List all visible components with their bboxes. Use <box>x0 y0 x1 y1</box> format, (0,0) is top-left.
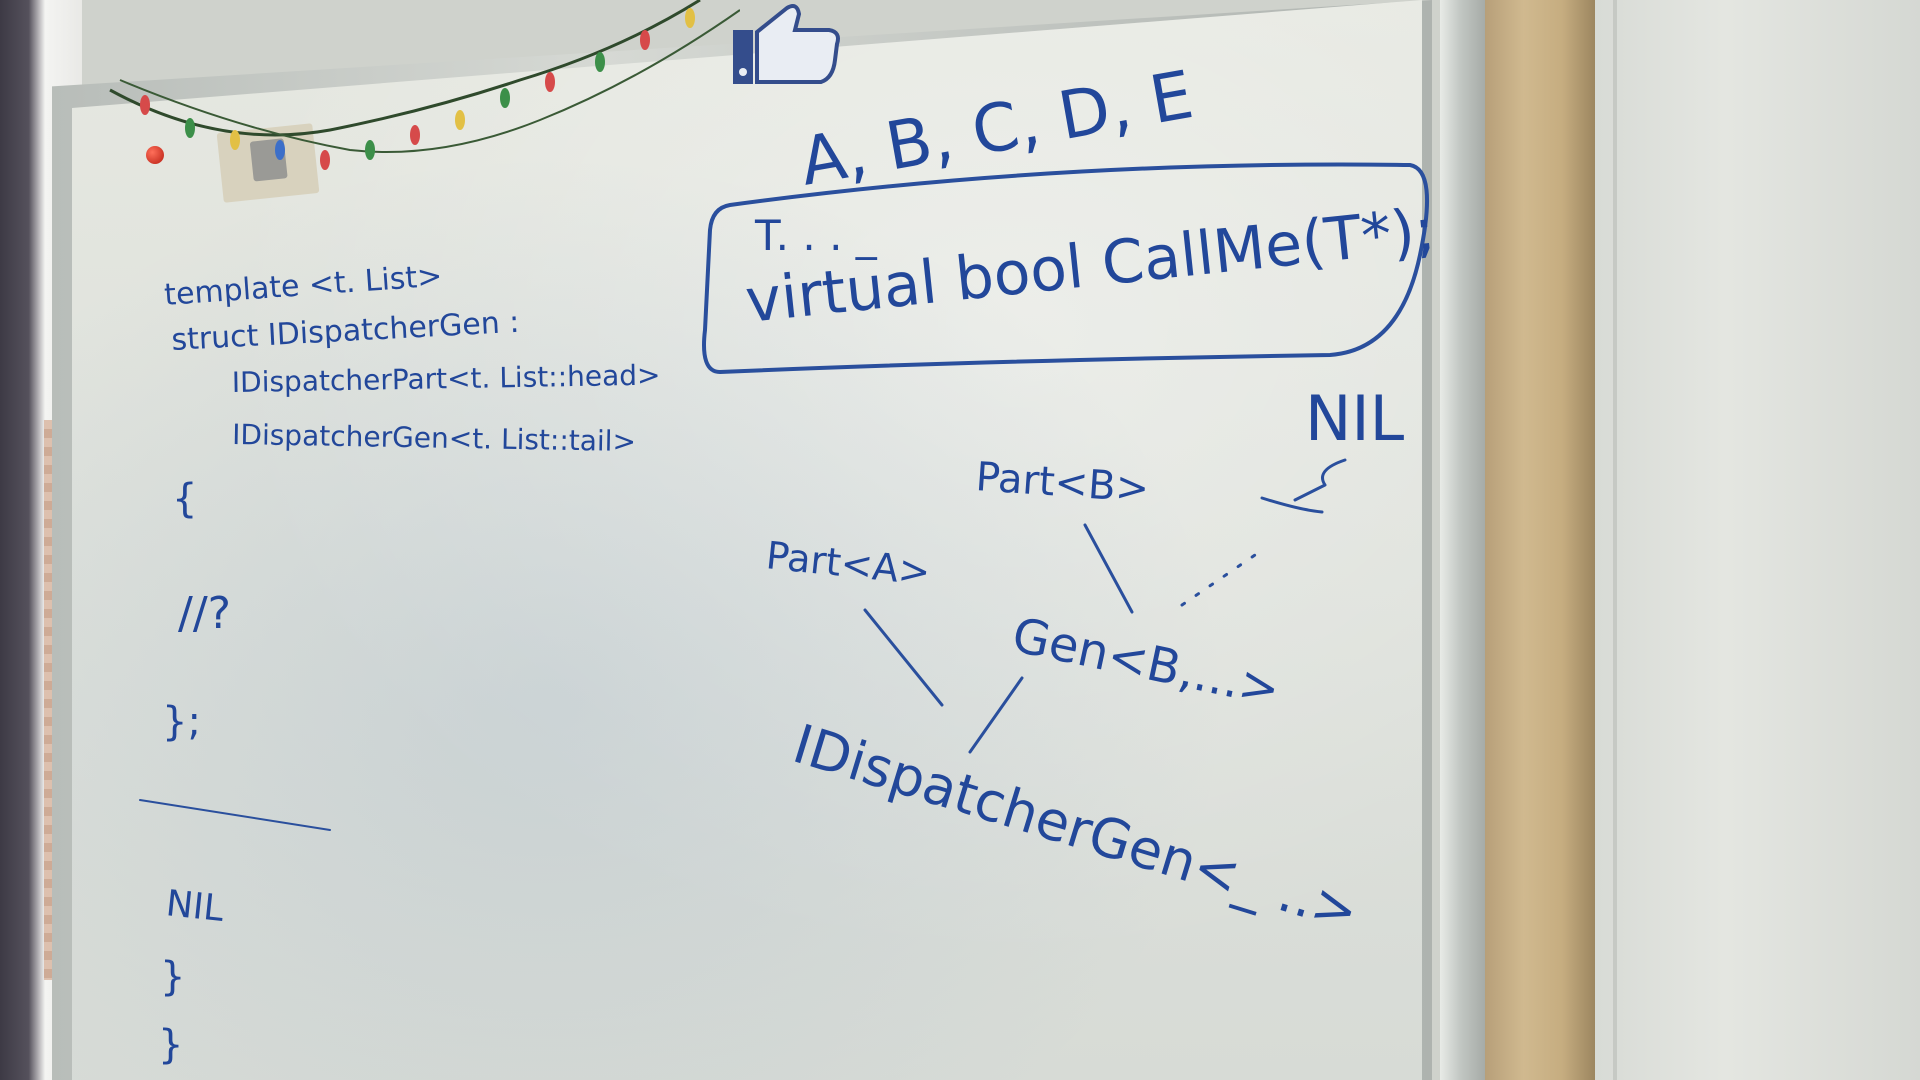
code-divider-line <box>139 799 331 831</box>
inheritance-diagram: NIL Part<B> Part<A> Gen<B,...> IDispatch… <box>764 382 1405 944</box>
edge-gen-to-nil <box>1180 553 1257 607</box>
wall-seam <box>1613 0 1617 1080</box>
diagram-nil: NIL <box>1305 382 1405 455</box>
edge-part-b-to-gen <box>1083 523 1134 614</box>
light-bulbs <box>140 8 695 170</box>
diagram-part-b: Part<B> <box>974 454 1150 512</box>
code-line-1: template <t. List> <box>163 259 443 313</box>
diagram-dispatcher-gen: IDispatcherGen<_ ..> <box>786 712 1366 944</box>
edge-part-a-to-dispatcher <box>863 608 944 707</box>
code-closing-1: } <box>160 954 185 1000</box>
code-line-4: IDispatcherGen<t. List::tail> <box>232 418 636 458</box>
code-line-2: struct IDispatcherGen : <box>171 305 521 358</box>
whiteboard-right-rail <box>1440 0 1485 1080</box>
interface-box-outline <box>702 162 1430 374</box>
interface-line-1: T. . . _ <box>754 211 878 260</box>
thumbs-up-sign-icon <box>733 4 840 84</box>
nil-arrow <box>1260 458 1347 514</box>
code-nil: NIL <box>164 883 226 930</box>
code-line-7: }; <box>162 699 201 745</box>
code-line-3: IDispatcherPart<t. List::head> <box>232 359 661 399</box>
code-line-5: { <box>172 476 197 522</box>
wooden-door-frame <box>1485 0 1595 1080</box>
code-line-6: //? <box>178 588 231 639</box>
wall-panel <box>1595 0 1920 1080</box>
diagram-part-a: Part<A> <box>764 533 932 594</box>
template-code: template <t. List> struct IDispatcherGen… <box>139 259 661 1068</box>
diagram-gen-b: Gen<B,...> <box>1008 607 1285 718</box>
edge-gen-to-dispatcher <box>968 676 1024 754</box>
string-lights-icon <box>109 0 740 170</box>
code-closing-2: } <box>158 1022 183 1068</box>
magnet-icon <box>146 146 164 164</box>
